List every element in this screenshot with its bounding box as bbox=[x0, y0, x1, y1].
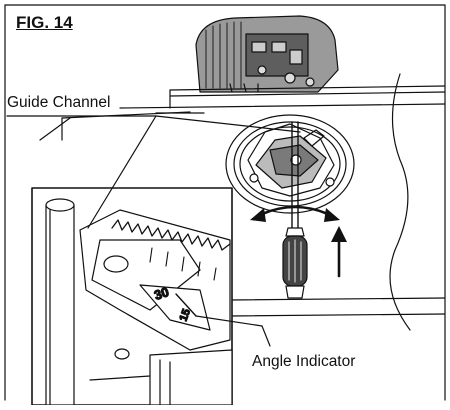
detail-inset-illustration bbox=[31, 187, 233, 406]
double-arrow-icon bbox=[250, 205, 340, 222]
guide-channel-label: Guide Channel bbox=[7, 94, 111, 111]
motor-illustration bbox=[195, 15, 339, 93]
angle-indicator-leader bbox=[195, 315, 271, 347]
figure-title: FIG. 14 bbox=[16, 13, 73, 32]
scale-mark-30: 30 bbox=[152, 284, 170, 303]
up-arrow-icon bbox=[331, 226, 347, 278]
scale-mark-15: 15 bbox=[178, 307, 193, 323]
saw-table-outline bbox=[39, 73, 446, 331]
figure-frame bbox=[4, 4, 446, 401]
bevel-insert-illustration bbox=[225, 114, 355, 214]
angle-indicator-label: Angle Indicator bbox=[252, 353, 356, 370]
screwdriver-icon bbox=[282, 121, 308, 299]
guide-channel-leader bbox=[6, 115, 301, 229]
